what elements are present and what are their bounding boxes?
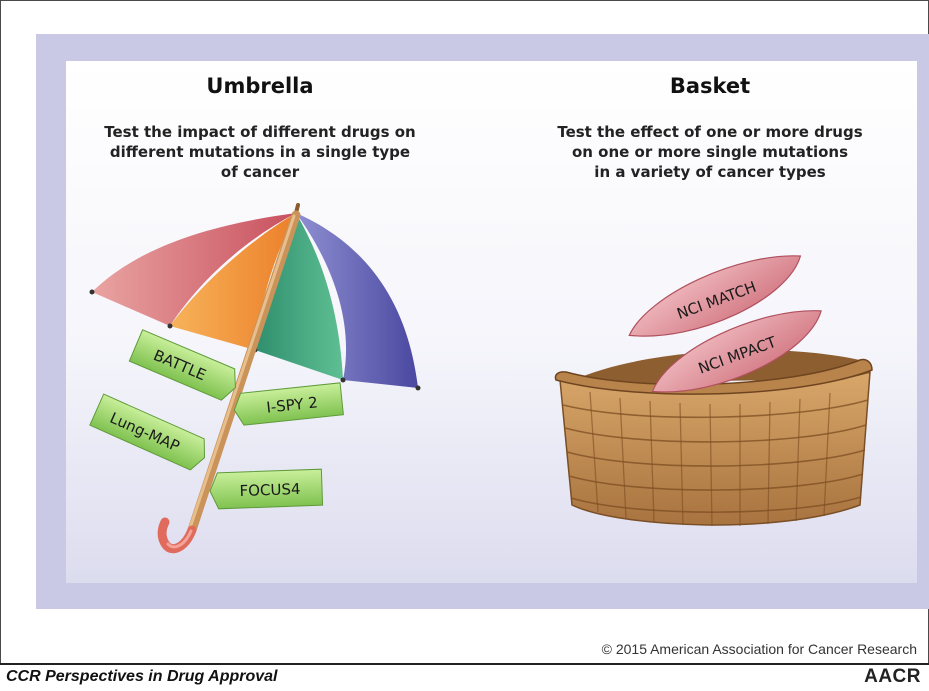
leaf-nci-match: NCI MATCH (628, 255, 802, 337)
umbrella-shaft (187, 210, 301, 535)
basket-description-line: in a variety of cancer types (594, 163, 826, 181)
umbrella-title: Umbrella (206, 74, 314, 98)
umbrella-panel-red (92, 213, 296, 326)
umbrella-description-line: Test the impact of different drugs on (104, 123, 416, 141)
umbrella-panel-green (255, 213, 343, 380)
umbrella-description-line: different mutations in a single type (109, 143, 411, 161)
umbrella-panel-purple (296, 213, 418, 388)
umbrella-panel-orange (170, 213, 296, 350)
footer-divider (0, 663, 929, 665)
sign-lungmap: Lung-MAP (89, 393, 206, 471)
aacr-logo: AACR (864, 666, 921, 687)
copyright-notice: © 2015 American Association for Cancer R… (601, 641, 917, 657)
basket-title: Basket (669, 74, 751, 98)
basket-rim (554, 358, 873, 395)
basket-description: Test the effect of one or more drugs on … (520, 122, 900, 182)
basket-description-line: Test the effect of one or more drugs (557, 123, 863, 141)
basket-description-line: on one or more single mutations (571, 143, 849, 161)
sign-ispy2: I-SPY 2 (233, 382, 344, 426)
journal-name: CCR Perspectives in Drug Approval (6, 668, 278, 685)
sign-ispy2-label: I-SPY 2 (266, 393, 319, 416)
sign-focus4: FOCUS4 (209, 468, 324, 510)
umbrella-description-line: of cancer (220, 163, 300, 181)
umbrella-icon (89, 203, 421, 554)
sign-focus4-label: FOCUS4 (239, 480, 301, 500)
umbrella-description: Test the impact of different drugs on di… (70, 122, 450, 182)
